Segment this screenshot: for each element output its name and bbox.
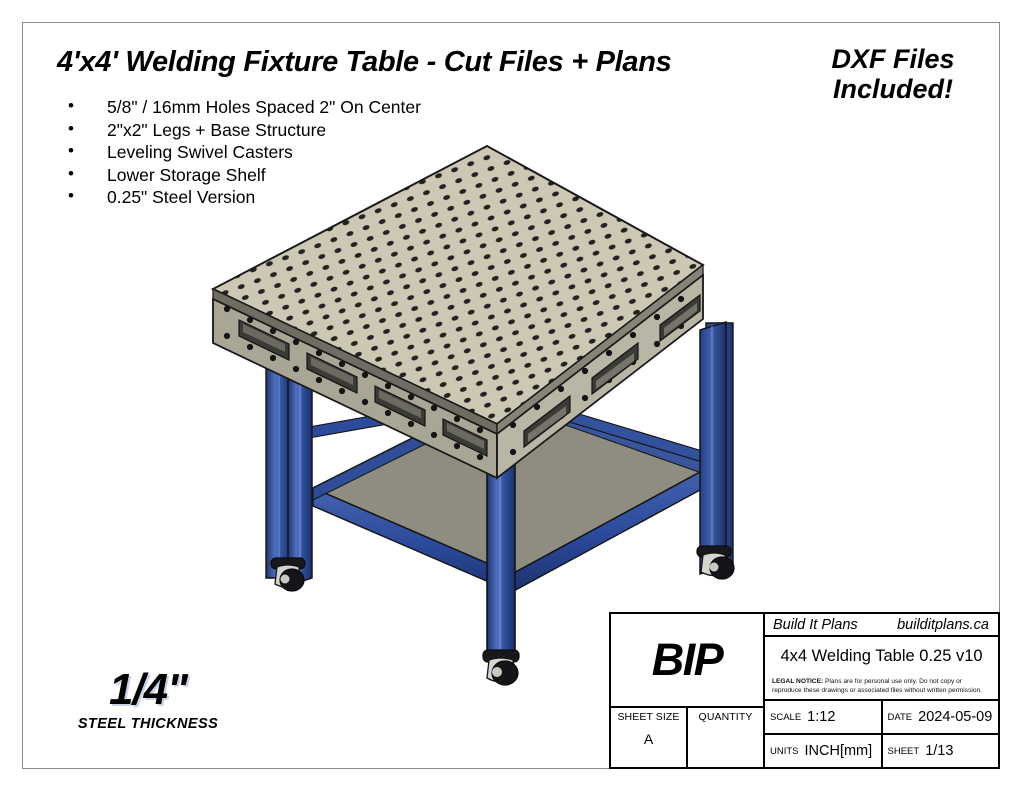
dxf-badge-line2: Included! <box>833 74 953 105</box>
quantity-cell: QUANTITY <box>688 708 763 767</box>
units-cell: UNITS INCH[mm] <box>765 735 881 767</box>
date-value: 2024-05-09 <box>918 709 993 725</box>
scale-cell: SCALE 1:12 <box>765 701 881 733</box>
scale-label: SCALE <box>770 711 802 723</box>
list-item: Lower Storage Shelf <box>60 163 421 187</box>
page-title: 4'x4' Welding Fixture Table - Cut Files … <box>57 46 672 78</box>
scale-value: 1:12 <box>807 709 836 725</box>
date-label: DATE <box>887 711 913 723</box>
legal-notice-text: Plans are for personal use only. Do not … <box>772 678 983 694</box>
scale-date-row: SCALE 1:12 DATE 2024-05-09 <box>765 701 998 735</box>
dxf-files-badge: DXF Files Included! <box>788 44 998 104</box>
brand-name: Build It Plans <box>773 616 858 633</box>
legal-notice: LEGAL NOTICE: Plans are for personal use… <box>765 675 998 701</box>
sheet-size-value: A <box>643 731 654 747</box>
date-cell: DATE 2024-05-09 <box>880 701 999 733</box>
brand-website: builditplans.ca <box>897 616 989 633</box>
list-item: 5/8" / 16mm Holes Spaced 2" On Center <box>60 95 421 119</box>
units-label: UNITS <box>770 745 799 757</box>
sheet-number-cell: SHEET 1/13 <box>880 735 999 767</box>
units-sheet-row: UNITS INCH[mm] SHEET 1/13 <box>765 735 998 767</box>
title-block-fields: SCALE 1:12 DATE 2024-05-09 UNITS INCH[mm… <box>765 701 998 767</box>
sheet-size-label: SHEET SIZE <box>617 711 680 723</box>
thickness-label: STEEL THICKNESS <box>77 716 219 732</box>
bip-logo: BIP <box>651 634 724 685</box>
quantity-label: QUANTITY <box>698 711 753 723</box>
logo-cell: BIP <box>611 614 763 708</box>
title-block-right: Build It Plans builditplans.ca 4x4 Weldi… <box>765 614 998 767</box>
part-name: 4x4 Welding Table 0.25 v10 <box>780 646 983 665</box>
title-block: BIP SHEET SIZE A QUANTITY Build It Plans… <box>609 612 1000 769</box>
brand-row: Build It Plans builditplans.ca <box>765 614 998 637</box>
units-value: INCH[mm] <box>804 743 873 759</box>
sheet-value: 1/13 <box>925 743 954 759</box>
legal-notice-label: LEGAL NOTICE: <box>772 678 824 685</box>
steel-thickness-callout: 1/4" STEEL THICKNESS <box>48 665 248 733</box>
sheet-label: SHEET <box>887 745 920 757</box>
dxf-badge-line1: DXF Files <box>831 44 955 74</box>
feature-list: 5/8" / 16mm Holes Spaced 2" On Center 2"… <box>60 95 421 209</box>
sheet-border <box>22 22 1000 769</box>
thickness-value: 1/4" <box>108 665 188 714</box>
sheet-size-cell: SHEET SIZE A <box>611 708 688 767</box>
list-item: 0.25" Steel Version <box>60 185 421 209</box>
list-item: Leveling Swivel Casters <box>60 140 421 164</box>
list-item: 2"x2" Legs + Base Structure <box>60 118 421 142</box>
title-block-left-bottom: SHEET SIZE A QUANTITY <box>611 708 763 767</box>
title-block-left: BIP SHEET SIZE A QUANTITY <box>611 614 765 767</box>
